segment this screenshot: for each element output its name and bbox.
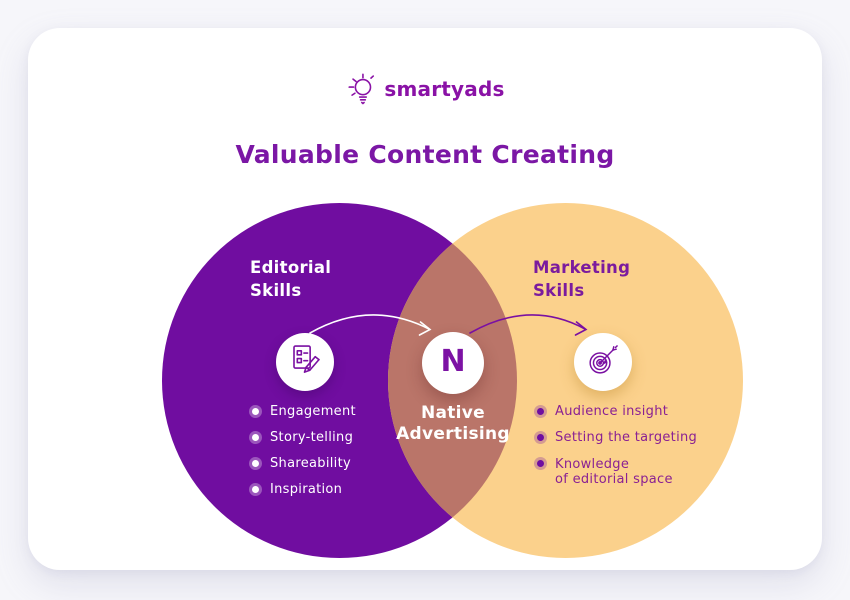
marketing-skills-list: Audience insight Setting the targeting K… [537, 405, 697, 487]
native-advertising-label: Native Advertising [373, 403, 533, 445]
list-item-label: Knowledge of editorial space [555, 457, 673, 487]
native-n-letter: N [440, 344, 466, 379]
editorial-icon-badge [276, 333, 334, 391]
flow-arrows [309, 314, 588, 336]
list-item: Engagement [252, 405, 356, 418]
list-item: Setting the targeting [537, 431, 697, 444]
arrow-native-to-marketing [469, 314, 588, 336]
list-item-label: Audience insight [555, 404, 669, 419]
native-label-line1: Native [420, 403, 486, 423]
native-advertising-badge: N [422, 332, 484, 394]
document-pencil-icon [283, 338, 327, 386]
bullet-dot-icon [537, 408, 544, 415]
arrow-editorial-to-native [309, 314, 432, 336]
page-title: Valuable Content Creating [235, 140, 615, 169]
list-item: Audience insight [537, 405, 697, 418]
list-item: Shareability [252, 457, 356, 470]
lightbulb-icon [345, 72, 379, 106]
bullet-dot-icon [252, 486, 259, 493]
marketing-heading-line1: Marketing [533, 258, 631, 277]
infographic-card: smartyads Valuable Content Creating [28, 28, 822, 570]
editorial-heading-line2: Skills [250, 281, 302, 300]
bullet-dot-icon [537, 460, 544, 467]
marketing-icon-badge [574, 333, 632, 391]
brand-name: smartyads [384, 77, 505, 101]
list-item-label: Story-telling [270, 430, 354, 445]
marketing-heading-line2: Skills [533, 281, 585, 300]
list-item-label: Engagement [270, 404, 356, 419]
bullet-dot-icon [252, 460, 259, 467]
list-item-label: Setting the targeting [555, 430, 698, 445]
bullet-dot-icon [537, 434, 544, 441]
bullet-dot-icon [252, 408, 259, 415]
list-item: Inspiration [252, 483, 356, 496]
list-item: Knowledge of editorial space [537, 457, 697, 487]
brand-logo: smartyads [28, 72, 822, 106]
target-dart-icon [581, 338, 625, 386]
editorial-skills-heading: Editorial Skills [250, 256, 331, 302]
list-item-line2: of editorial space [555, 472, 673, 487]
list-item-label: Shareability [270, 456, 351, 471]
editorial-heading-line1: Editorial [250, 258, 332, 277]
list-item-label: Inspiration [270, 482, 343, 497]
native-label-line2: Advertising [396, 424, 510, 444]
list-item-line1: Knowledge [555, 457, 630, 472]
editorial-skills-list: Engagement Story-telling Shareability In… [252, 405, 356, 496]
list-item: Story-telling [252, 431, 356, 444]
marketing-skills-heading: Marketing Skills [533, 256, 630, 302]
bullet-dot-icon [252, 434, 259, 441]
